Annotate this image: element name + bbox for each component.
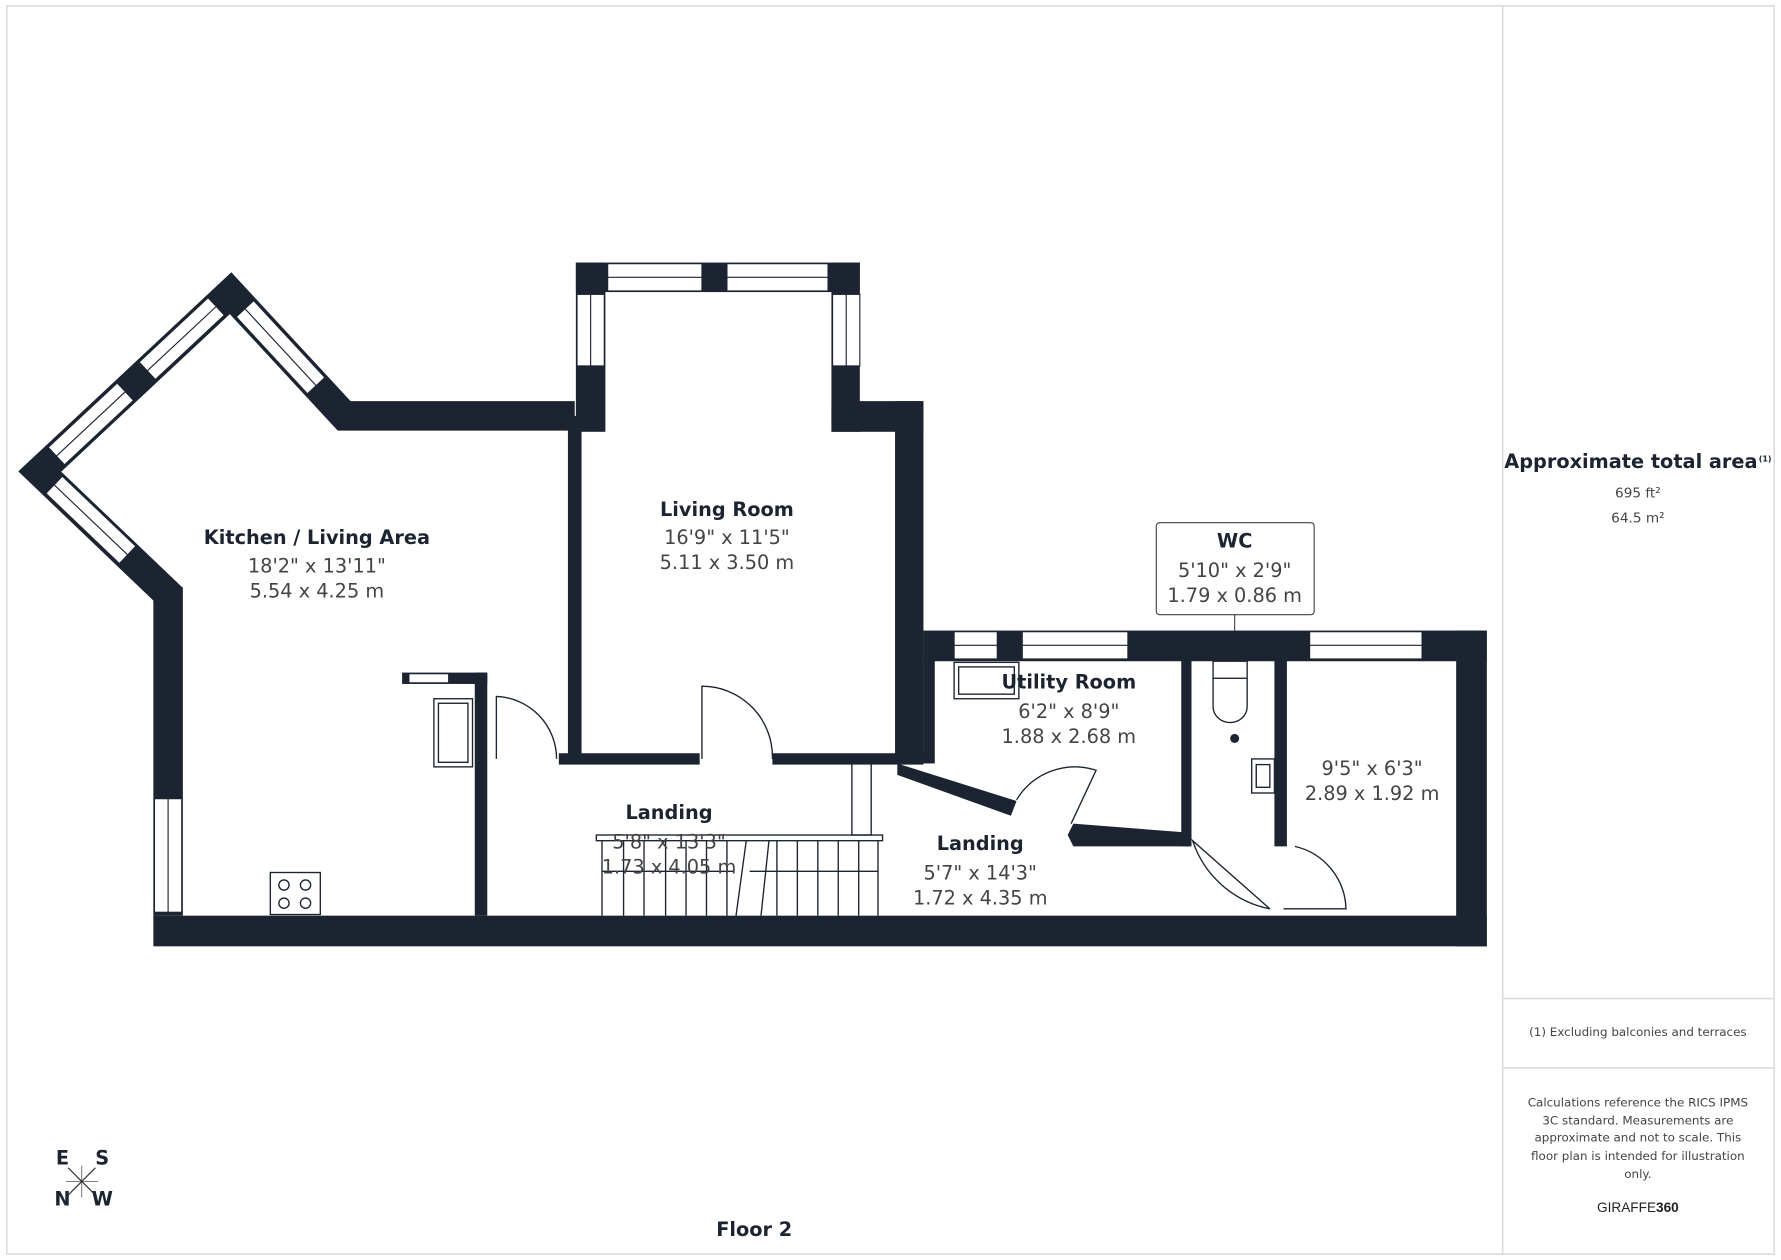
kitchen-fridge [433, 698, 474, 768]
room-name-wc: WC [1217, 530, 1252, 553]
toilet-icon [1212, 660, 1248, 744]
bay-windows [46, 298, 325, 913]
area-ft: 695 ft² [1615, 486, 1661, 502]
room-dim-imperial: 16'9" x 11'5" [664, 526, 790, 549]
room-name-living: Living Room [660, 498, 794, 521]
hob-icon [269, 871, 321, 916]
compass-s: S [95, 1146, 109, 1169]
disclaimer-line: only. [1624, 1167, 1651, 1181]
room-dim-metric: 5.11 x 3.50 m [660, 551, 795, 574]
page-border [5, 5, 1776, 1255]
room-name-landing: Landing [937, 832, 1024, 855]
kitchen-bay-wall [18, 272, 575, 916]
footnote: (1) Excluding balconies and terraces [1529, 1025, 1746, 1039]
floor-plan [18, 262, 1487, 947]
room-name-utility: Utility Room [1001, 670, 1136, 693]
area-heading: Approximate total area(1) [1504, 450, 1771, 473]
compass-w: W [92, 1187, 113, 1210]
utility-windows [953, 631, 1423, 700]
area-m: 64.5 m² [1611, 511, 1664, 527]
sink-icon [1251, 758, 1276, 794]
compass-e: E [56, 1146, 69, 1169]
brand-logo: GIRAFFE360 [1597, 1200, 1679, 1215]
room-dim-metric: 1.72 x 4.35 m [913, 886, 1048, 909]
room-name-kitchen: Kitchen / Living Area [204, 526, 430, 549]
disclaimer-line: Calculations reference the RICS IPMS [1528, 1095, 1748, 1109]
room-dim-imperial: 5'10" x 2'9" [1178, 559, 1291, 582]
room-dim-metric: 1.88 x 2.68 m [1002, 725, 1137, 748]
room-dim-metric: 1.73 x 4.05 m [602, 856, 737, 879]
room-dim-imperial: 9'5" x 6'3" [1322, 757, 1423, 780]
doors [495, 685, 1347, 910]
room-dim-imperial: 6'2" x 8'9" [1018, 700, 1119, 723]
room-dim-imperial: 5'7" x 14'3" [924, 861, 1037, 884]
living-windows [576, 263, 861, 367]
floor-label: Floor 2 [716, 1218, 792, 1241]
disclaimer-line: floor plan is intended for illustration [1531, 1149, 1745, 1163]
staircase [595, 762, 884, 916]
room-dim-metric: 2.89 x 1.92 m [1305, 782, 1440, 805]
disclaimer-line: 3C standard. Measurements are [1542, 1114, 1733, 1128]
room-dim-imperial: 5'8" x 13'3" [612, 831, 725, 854]
compass-n: N [54, 1187, 70, 1210]
disclaimer-line: approximate and not to scale. This [1534, 1131, 1741, 1145]
south-wall [153, 915, 1487, 947]
room-dim-metric: 1.79 x 0.86 m [1167, 584, 1302, 607]
area-title: Approximate total area [1504, 450, 1757, 473]
room-dim-imperial: 18'2" x 13'11" [248, 555, 386, 578]
area-note-ref: (1) [1759, 454, 1772, 463]
room-name-landing: Landing [625, 801, 712, 824]
room-dim-metric: 5.54 x 4.25 m [250, 580, 385, 603]
compass-icon: E S N W [54, 1146, 112, 1210]
